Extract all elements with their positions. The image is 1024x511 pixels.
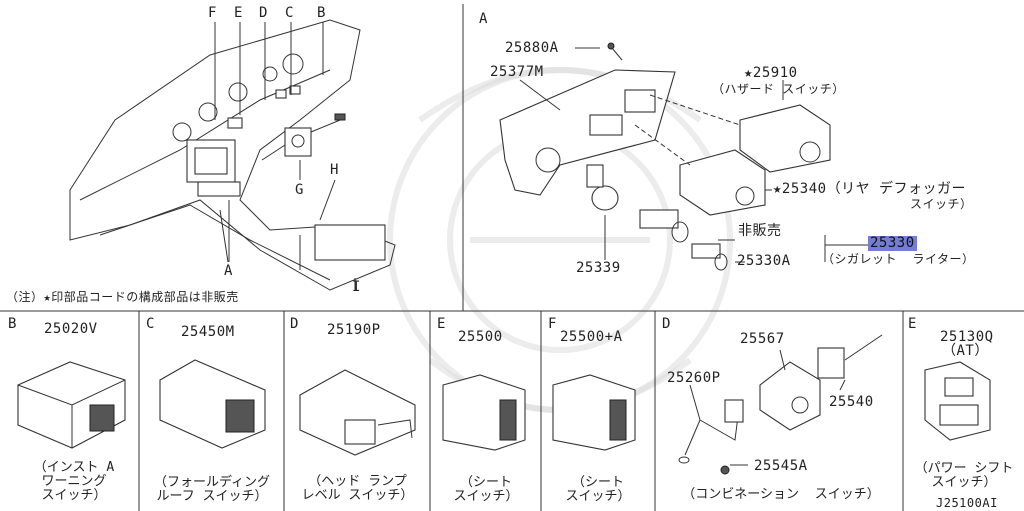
label-25880a: 25880A	[505, 40, 559, 56]
rear-defogger-switch	[679, 149, 766, 216]
callout-c: C	[285, 5, 294, 21]
panel-e2-desc: （パワー シフト スイッチ）	[914, 461, 1014, 490]
panel-d2-letter: D	[662, 316, 671, 332]
panel-e2-letter: E	[908, 316, 917, 332]
label-not-sold: 非販売	[738, 223, 782, 239]
panel-d2-part-25567: 25567	[740, 331, 785, 347]
panel-c-part: 25450M	[181, 324, 235, 340]
panel-c-letter: C	[146, 316, 155, 332]
callout-d: D	[259, 5, 268, 21]
figure-id: J25100AI	[936, 496, 998, 510]
callout-a: A	[224, 263, 233, 279]
note-text: （注）★印部品コードの構成部品は非販売	[6, 290, 239, 304]
desc-25910: （ハザード スイッチ）	[712, 82, 845, 96]
callout-b: B	[317, 5, 326, 21]
callout-g: G	[295, 182, 304, 198]
section-a-letter: A	[479, 11, 488, 27]
panel-f-desc: （シート スイッチ）	[565, 475, 631, 504]
part-combination-switch	[678, 334, 883, 475]
part-25020v	[17, 361, 126, 449]
panel-f-letter: F	[548, 316, 557, 332]
desc-25340: スイッチ）	[910, 197, 973, 211]
part-25130q	[924, 361, 991, 441]
panel-d2-part-25545a: 25545A	[754, 458, 808, 474]
panel-d2-part-25260p: 25260P	[667, 370, 721, 386]
panel-b-letter: B	[8, 316, 17, 332]
label-25330a: 25330A	[737, 253, 791, 269]
panel-e-letter: E	[437, 316, 446, 332]
panel-c-desc: （フォールディング ルーフ スイッチ）	[153, 475, 271, 504]
panel-e-desc: （シート スイッチ）	[453, 475, 519, 504]
label-25339: 25339	[576, 260, 621, 276]
label-25910: ★25910	[744, 65, 798, 81]
part-25500	[442, 374, 526, 451]
part-25190p	[299, 369, 416, 456]
panel-e2-sub: （AT）	[942, 343, 989, 359]
label-25330[interactable]: 25330	[868, 235, 917, 251]
callout-e: E	[234, 5, 243, 21]
panel-f-part: 25500+A	[560, 329, 623, 345]
panel-e-part: 25500	[458, 329, 503, 345]
cigarette-lighter-parts	[586, 164, 728, 271]
combination-switch-overview	[261, 113, 346, 161]
dashboard-illustration	[69, 19, 396, 291]
panel-d2-part-25540: 25540	[829, 394, 874, 410]
panel-b-desc: （インスト A ワーニング スイッチ）	[33, 460, 115, 503]
callout-f: F	[208, 5, 217, 21]
screw-25880a	[611, 47, 623, 61]
label-25377m: 25377M	[490, 64, 544, 80]
center-console-bezel	[499, 69, 676, 196]
part-25450m	[159, 359, 266, 449]
callout-i: I	[352, 279, 361, 295]
label-25340: ★25340（リヤ デフォッガー	[773, 181, 967, 197]
panel-e2-part: 25130Q	[940, 329, 994, 345]
callout-h: H	[330, 162, 339, 178]
hazard-switch	[739, 104, 831, 173]
panel-d-part: 25190P	[327, 322, 381, 338]
panel-b-part: 25020V	[44, 321, 98, 337]
part-25500a	[552, 374, 636, 451]
panel-d-desc: （ヘッド ランプ レベル スイッチ）	[301, 474, 414, 503]
panel-d-letter: D	[290, 316, 299, 332]
panel-d2-desc: （コンビネーション スイッチ）	[682, 487, 880, 502]
desc-25330: （シガレット ライター）	[822, 252, 975, 266]
